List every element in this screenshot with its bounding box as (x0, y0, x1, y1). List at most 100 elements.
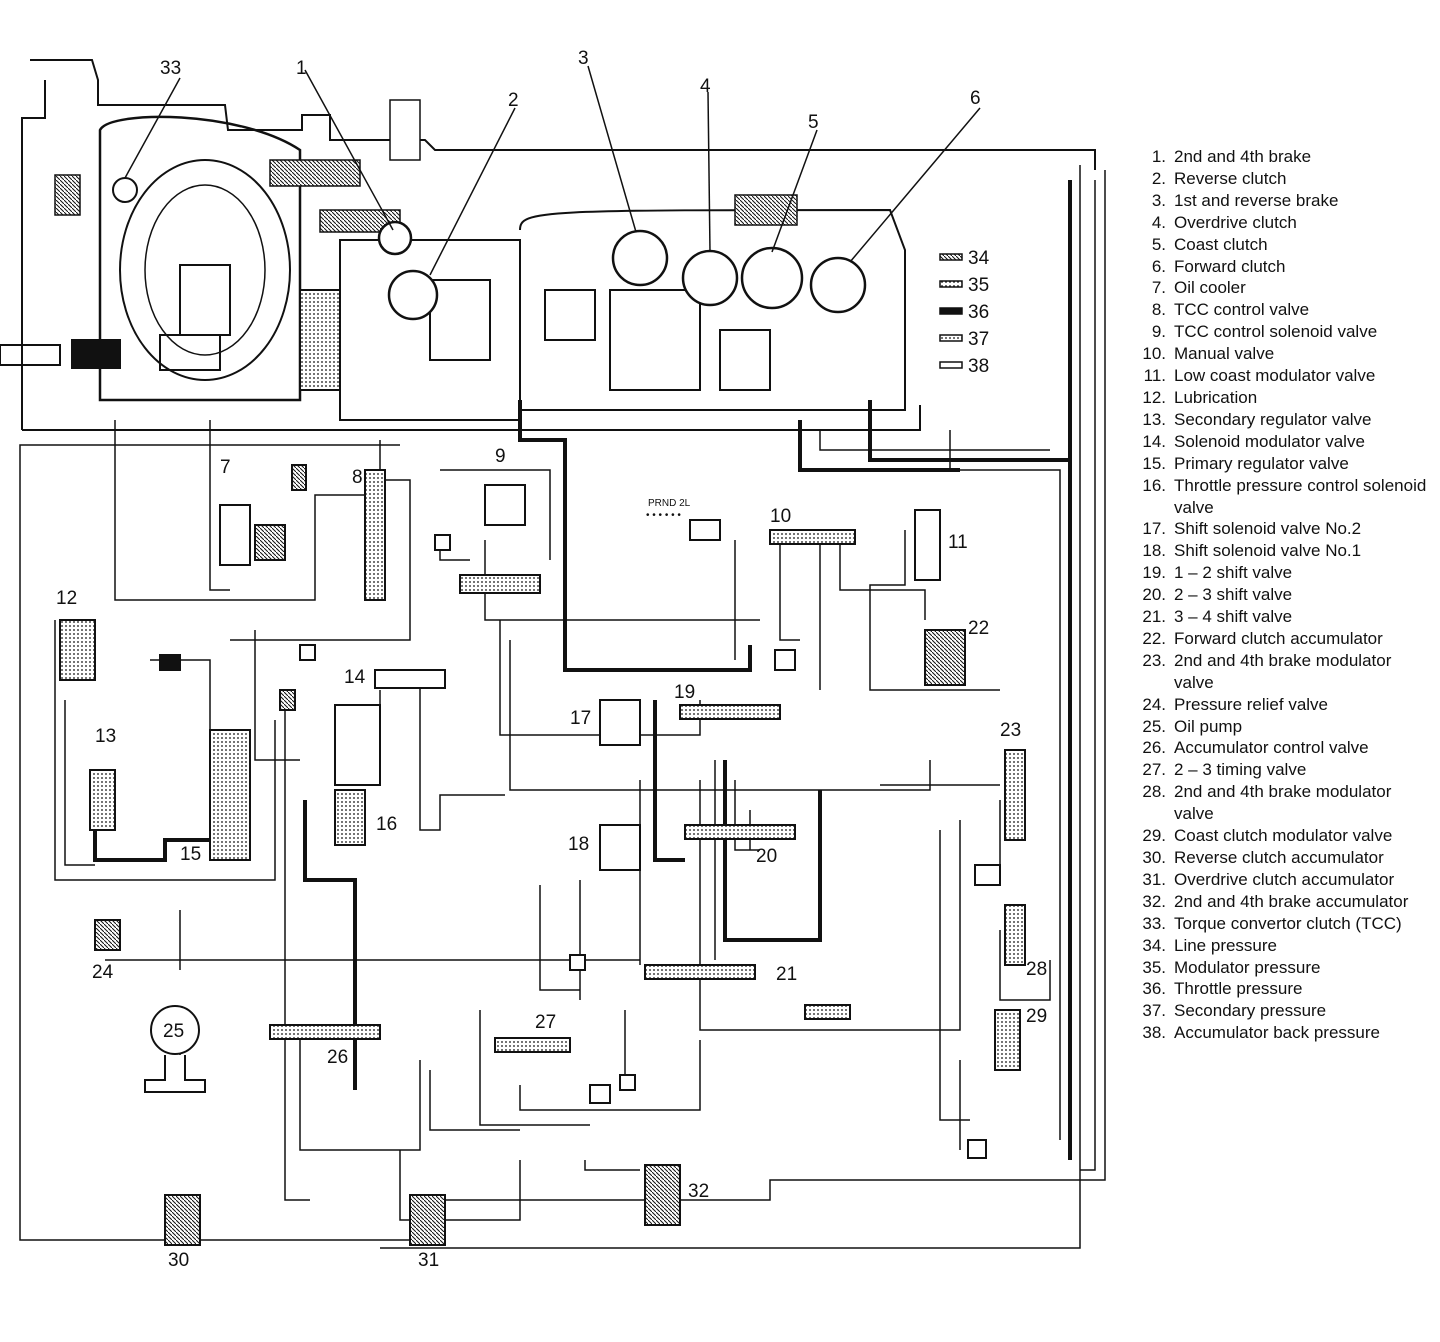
callout-11: 11 (948, 532, 968, 553)
leader-lines (124, 65, 981, 276)
legend-item: 8.TCC control valve (1124, 299, 1434, 321)
legend-item: 32.2nd and 4th brake accumulator (1124, 891, 1434, 913)
legend-item: 38. Accumulator back pressure (1124, 1022, 1434, 1044)
legend-item: 22.Forward clutch accumulator (1124, 628, 1434, 650)
shift-indicator: PRND 2L • • • • • • (646, 498, 691, 521)
pressure-legend-swatches (939, 253, 963, 369)
legend-number: 28. (1142, 782, 1166, 802)
legend-number: 7. (1151, 278, 1166, 298)
legend-number: 23. (1142, 650, 1166, 670)
legend-item: 31.Overdrive clutch accumulator (1124, 869, 1434, 891)
legend-number: 19. (1142, 563, 1166, 583)
callout-26: 26 (327, 1047, 348, 1068)
legend-item: 1.2nd and 4th brake (1124, 146, 1434, 168)
valve-bodies (59, 464, 1026, 1246)
legend-number: 11. (1143, 366, 1166, 386)
legend-text: Torque convertor clutch (TCC) (1174, 913, 1402, 933)
legend-text: 1st and reverse brake (1174, 190, 1339, 210)
legend-text: Coast clutch modulator valve (1174, 826, 1393, 846)
callout-5: 5 (808, 112, 819, 133)
legend-text: Secondary pressure (1174, 1001, 1327, 1021)
callout-7: 7 (220, 457, 231, 478)
legend-number: 25. (1142, 716, 1166, 736)
legend-number: 29. (1142, 826, 1166, 846)
callout-19: 19 (674, 682, 695, 703)
legend-number: 13. (1142, 409, 1166, 429)
legend-number: 17. (1142, 519, 1166, 539)
legend-item: 36.Throttle pressure (1124, 978, 1434, 1000)
legend-text: Manual valve (1174, 344, 1275, 364)
legend-text: Low coast modulator valve (1174, 366, 1376, 386)
legend-number: 10. (1142, 344, 1166, 364)
legend-text: 2 – 3 timing valve (1174, 760, 1307, 780)
legend-number: 26. (1142, 738, 1166, 758)
callout-8: 8 (352, 467, 363, 488)
legend-text: Secondary regulator valve (1174, 409, 1372, 429)
callout-22: 22 (968, 618, 989, 639)
legend-item: 18.Shift solenoid valve No.1 (1124, 540, 1434, 562)
legend-text: TCC control valve (1174, 300, 1310, 320)
callout-27: 27 (535, 1012, 556, 1033)
hydraulic-lines (19, 165, 1106, 1249)
callout-6: 6 (970, 88, 981, 109)
legend-text: Reverse clutch (1174, 168, 1287, 188)
legend-text: Accumulator back pressure (1174, 1023, 1380, 1043)
legend-number: 9. (1151, 322, 1166, 342)
shift-indicator-label: PRND 2L (648, 498, 691, 509)
callout-17: 17 (570, 708, 591, 729)
legend-text: Forward clutch (1174, 256, 1286, 276)
legend-text: Primary regulator valve (1174, 453, 1349, 473)
callout-23: 23 (1000, 720, 1021, 741)
legend-number: 14. (1142, 431, 1166, 451)
legend-text: Reverse clutch accumulator (1174, 848, 1384, 867)
legend-text: Forward clutch accumulator (1174, 628, 1383, 648)
legend-number: 27. (1142, 760, 1166, 780)
legend-text: Shift solenoid valve No.1 (1174, 541, 1362, 561)
legend-item: 7. Oil cooler (1124, 277, 1434, 299)
legend-item: 13. Secondary regulator valve (1124, 409, 1434, 431)
legend-item: 3.1st and reverse brake (1124, 190, 1434, 212)
hydraulic-circuit-diagram: PRND 2L • • • • • • 1 2 3 4 5 6 7 8 9 10… (0, 48, 1106, 1271)
callout-25: 25 (163, 1021, 184, 1042)
legend-number: 5. (1151, 234, 1166, 254)
callout-20: 20 (756, 846, 777, 867)
legend-item: 25.Oil pump (1124, 716, 1434, 738)
legend-text: Solenoid modulator valve (1174, 431, 1365, 451)
legend-number: 36. (1142, 979, 1166, 999)
legend-number: 35. (1142, 957, 1166, 977)
legend-item: 34.Line pressure (1124, 935, 1434, 957)
legend-number: 6. (1151, 256, 1166, 276)
callout-35: 35 (968, 275, 989, 296)
legend-item: 30.Reverse clutch accumulator (1124, 847, 1434, 869)
legend-item: 14. Solenoid modulator valve (1124, 431, 1434, 453)
legend-text: 2nd and 4th brake modulator valve (1174, 782, 1392, 824)
callout-16: 16 (376, 814, 397, 835)
legend-item: 17. Shift solenoid valve No.2 (1124, 518, 1434, 540)
callout-10: 10 (770, 506, 791, 527)
legend-number: 33. (1142, 913, 1166, 933)
callout-34: 34 (968, 248, 990, 269)
legend-number: 38. (1142, 1023, 1166, 1043)
legend-item: 6. Forward clutch (1124, 256, 1434, 278)
legend-text: Throttle pressure control solenoid valve (1174, 475, 1427, 517)
oil-pump (144, 1005, 206, 1093)
callout-21: 21 (776, 964, 797, 985)
legend-text: Shift solenoid valve No.2 (1174, 519, 1362, 539)
legend-item: 15.Primary regulator valve (1124, 453, 1434, 475)
callout-3: 3 (578, 48, 589, 69)
callout-9: 9 (495, 446, 506, 467)
legend-number: 32. (1142, 891, 1166, 911)
legend-text: Pressure relief valve (1174, 694, 1329, 714)
legend-item: 24. Pressure relief valve (1124, 694, 1434, 716)
legend-number: 20. (1142, 585, 1166, 605)
legend-number: 24. (1142, 694, 1166, 714)
callout-14: 14 (344, 667, 366, 688)
callout-1: 1 (296, 58, 307, 79)
legend-item: 27. 2 – 3 timing valve (1124, 759, 1434, 781)
legend-text: Oil cooler (1174, 278, 1246, 298)
callout-15: 15 (180, 844, 201, 865)
legend-item: 23.2nd and 4th brake modulator valve (1124, 650, 1434, 694)
legend-text: Coast clutch (1174, 234, 1268, 254)
legend-item: 5. Coast clutch (1124, 234, 1434, 256)
